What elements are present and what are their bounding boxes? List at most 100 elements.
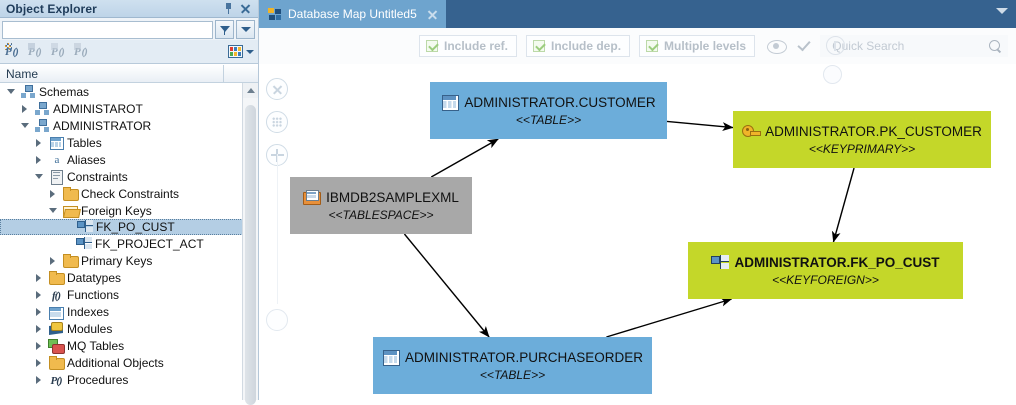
procedure-active-icon[interactable] bbox=[5, 44, 21, 59]
chevron-right-icon[interactable] bbox=[32, 322, 45, 335]
database-map-icon bbox=[268, 8, 282, 21]
tree-item-datatypes[interactable]: Datatypes bbox=[0, 269, 243, 286]
pin-icon[interactable] bbox=[224, 3, 233, 14]
tree-item-modules[interactable]: Modules bbox=[0, 320, 243, 337]
node-title: ADMINISTRATOR.PK_CUSTOMER bbox=[765, 124, 982, 139]
tree-item-label: Constraints bbox=[67, 170, 128, 184]
node-title-row: ADMINISTRATOR.FK_PO_CUST bbox=[711, 255, 939, 270]
chevron-right-icon[interactable] bbox=[18, 102, 31, 115]
grid-circle-icon[interactable] bbox=[266, 111, 288, 133]
chevron-right-icon[interactable] bbox=[46, 254, 59, 267]
procedure-dim2-icon[interactable] bbox=[51, 44, 67, 59]
edge-tablespace-to-purchaseorder bbox=[404, 234, 489, 337]
chevron-right-icon[interactable] bbox=[32, 356, 45, 369]
chevron-down-icon[interactable] bbox=[246, 50, 254, 54]
grid-view-icon[interactable] bbox=[228, 45, 243, 58]
magnifier-icon[interactable] bbox=[989, 40, 1002, 53]
tree-item-fk-po-cust[interactable]: FK_PO_CUST bbox=[0, 219, 243, 235]
tree-item-additional-objects[interactable]: Additional Objects bbox=[0, 354, 243, 371]
tree-column-header: Name bbox=[0, 64, 258, 83]
function-icon bbox=[48, 288, 64, 302]
filter-dropdown-button[interactable] bbox=[236, 20, 255, 39]
tree-item-schemas[interactable]: Schemas bbox=[0, 83, 243, 100]
chevron-down-icon[interactable] bbox=[18, 119, 31, 132]
scroll-up-button[interactable] bbox=[243, 83, 258, 98]
table-icon bbox=[382, 350, 399, 365]
tree-item-fk-project-act[interactable]: FK_PROJECT_ACT bbox=[0, 235, 243, 252]
node-title: IBMDB2SAMPLEXML bbox=[326, 190, 459, 205]
checkbox-icon bbox=[426, 40, 438, 52]
tree-item-aliases[interactable]: Aliases bbox=[0, 151, 243, 168]
tab-overflow-button[interactable] bbox=[996, 14, 1016, 28]
column-header-spacer bbox=[224, 65, 230, 82]
tab-database-map[interactable]: Database Map Untitled5 bbox=[259, 0, 446, 28]
chevron-right-icon[interactable] bbox=[32, 153, 45, 166]
canvas-handle-circle[interactable] bbox=[823, 65, 842, 84]
filter-button[interactable] bbox=[215, 20, 234, 39]
chevron-down-icon bbox=[996, 8, 1008, 28]
visibility-eye-icon[interactable] bbox=[767, 40, 785, 52]
schema-icon bbox=[20, 85, 36, 99]
close-icon[interactable] bbox=[240, 3, 251, 14]
chevron-right-icon[interactable] bbox=[32, 305, 45, 318]
schema-icon bbox=[34, 119, 50, 133]
tree-item-label: Procedures bbox=[67, 373, 128, 387]
tree-item-functions[interactable]: Functions bbox=[0, 286, 243, 303]
procedure-dim3-icon[interactable] bbox=[74, 44, 90, 59]
close-icon[interactable] bbox=[427, 9, 438, 20]
node-title-row: IBMDB2SAMPLEXML bbox=[303, 190, 459, 205]
panel-title: Object Explorer bbox=[6, 2, 97, 16]
module-icon bbox=[48, 322, 64, 336]
object-explorer-toolbar bbox=[0, 40, 258, 64]
tree-item-procedures[interactable]: Procedures bbox=[0, 371, 243, 388]
tree-scrollbar[interactable] bbox=[242, 83, 258, 400]
tree-item-tables[interactable]: Tables bbox=[0, 134, 243, 151]
checkbox-include-dep[interactable]: Include dep. bbox=[526, 35, 630, 57]
node-title-row: ADMINISTRATOR.PK_CUSTOMER bbox=[742, 124, 982, 139]
close-circle-icon[interactable] bbox=[266, 78, 288, 100]
map-node-customer[interactable]: ADMINISTRATOR.CUSTOMER<<TABLE>> bbox=[430, 82, 667, 139]
tree-item-check-constraints[interactable]: Check Constraints bbox=[0, 185, 243, 202]
object-explorer-titlebar: Object Explorer bbox=[0, 0, 258, 18]
folder-icon bbox=[48, 356, 64, 370]
procedure-dim1-icon[interactable] bbox=[28, 44, 44, 59]
tree-item-mq-tables[interactable]: MQ Tables bbox=[0, 337, 243, 354]
chevron-down-icon bbox=[241, 27, 251, 32]
edge-pk_customer-to-fk_po_cust bbox=[833, 168, 854, 242]
object-tree[interactable]: SchemasADMINISTAROTADMINISTRATORTablesAl… bbox=[0, 83, 243, 400]
tree-item-indexes[interactable]: Indexes bbox=[0, 303, 243, 320]
tree-item-constraints[interactable]: Constraints bbox=[0, 168, 243, 185]
checkmark-icon[interactable] bbox=[796, 39, 812, 53]
handle-circle-icon[interactable] bbox=[266, 309, 288, 331]
chevron-right-icon[interactable] bbox=[32, 288, 45, 301]
chevron-right-icon[interactable] bbox=[32, 136, 45, 149]
chevron-right-icon[interactable] bbox=[32, 373, 45, 386]
search-input[interactable] bbox=[2, 21, 213, 39]
tree-item-administrator[interactable]: ADMINISTRATOR bbox=[0, 117, 243, 134]
map-node-tablespace[interactable]: IBMDB2SAMPLEXML<<TABLESPACE>> bbox=[290, 177, 472, 234]
chevron-down-icon[interactable] bbox=[4, 85, 17, 98]
scrollbar-thumb[interactable] bbox=[245, 105, 256, 405]
map-node-pk_customer[interactable]: ADMINISTRATOR.PK_CUSTOMER<<KEYPRIMARY>> bbox=[733, 111, 991, 168]
chevron-right-icon[interactable] bbox=[46, 187, 59, 200]
tree-item-foreign-keys[interactable]: Foreign Keys bbox=[0, 202, 243, 219]
chevron-down-icon[interactable] bbox=[32, 170, 45, 183]
checkbox-include-ref[interactable]: Include ref. bbox=[419, 35, 517, 57]
map-canvas[interactable]: ADMINISTRATOR.CUSTOMER<<TABLE>> ADMINISTR… bbox=[259, 64, 1016, 400]
tree-item-primary-keys[interactable]: Primary Keys bbox=[0, 252, 243, 269]
checkbox-multiple-levels[interactable]: Multiple levels bbox=[639, 35, 755, 57]
chevron-right-icon[interactable] bbox=[32, 339, 45, 352]
chevron-down-icon[interactable] bbox=[46, 204, 59, 217]
tab-label: Database Map Untitled5 bbox=[288, 7, 417, 21]
checkbox-label: Multiple levels bbox=[664, 39, 746, 53]
tree-item-administarot[interactable]: ADMINISTAROT bbox=[0, 100, 243, 117]
map-node-purchaseorder[interactable]: ADMINISTRATOR.PURCHASEORDER<<TABLE>> bbox=[373, 337, 652, 394]
edge-purchaseorder-to-fk_po_cust bbox=[606, 299, 731, 337]
chevron-right-icon[interactable] bbox=[32, 271, 45, 284]
node-title: ADMINISTRATOR.PURCHASEORDER bbox=[405, 350, 643, 365]
quick-search-field[interactable]: Quick Search bbox=[820, 35, 1008, 57]
map-toolbar: Include ref. Include dep. Multiple level… bbox=[259, 28, 1016, 64]
rail-divider bbox=[277, 154, 279, 304]
foreign-key-icon bbox=[76, 237, 92, 251]
map-node-fk_po_cust[interactable]: ADMINISTRATOR.FK_PO_CUST<<KEYFOREIGN>> bbox=[688, 242, 963, 299]
